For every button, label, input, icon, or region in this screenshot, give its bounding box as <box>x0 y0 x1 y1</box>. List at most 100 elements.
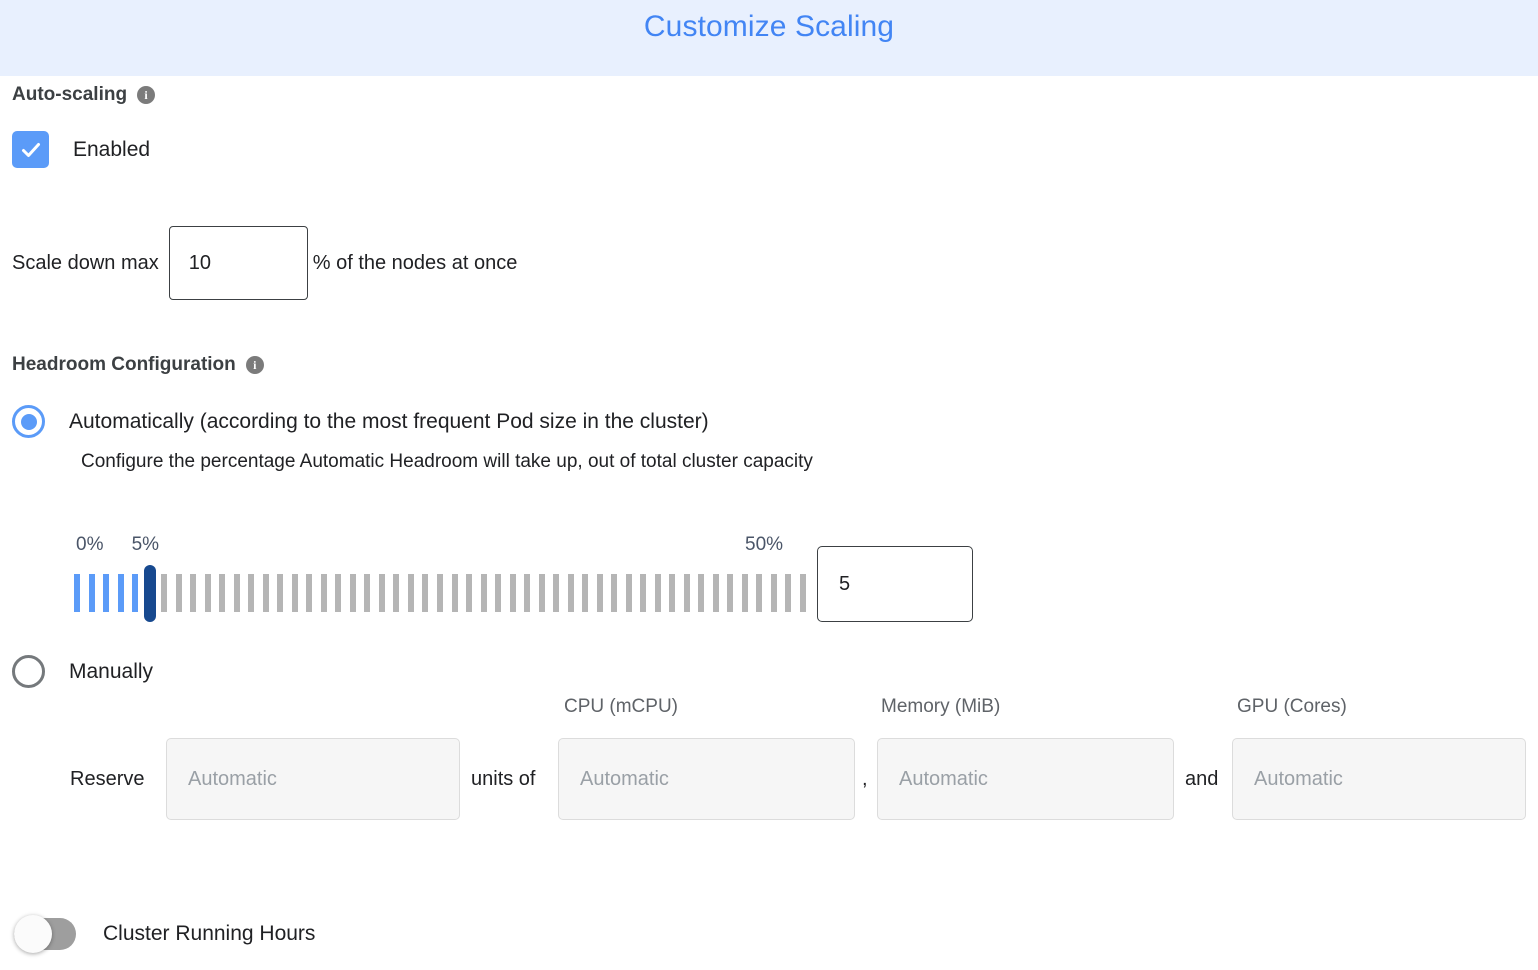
page-title: Customize Scaling <box>643 10 895 43</box>
slider-tick[interactable] <box>74 574 80 612</box>
slider-tick[interactable] <box>625 574 632 612</box>
slider-tick[interactable] <box>233 574 240 612</box>
slider-tick[interactable] <box>364 574 371 612</box>
slider-tick[interactable] <box>117 574 124 612</box>
slider-tick[interactable] <box>756 574 763 612</box>
slider-tick[interactable] <box>349 574 356 612</box>
slider-tick[interactable] <box>741 574 748 612</box>
slider-tick[interactable] <box>248 574 255 612</box>
dialog-header: Customize Scaling <box>0 0 1538 76</box>
slider-tick[interactable] <box>422 574 429 612</box>
slider-tick[interactable] <box>596 574 603 612</box>
slider-tick[interactable] <box>204 574 211 612</box>
slider-tick[interactable] <box>335 574 342 612</box>
slider-tick[interactable] <box>320 574 327 612</box>
headroom-section: Headroom Configuration i Automatically (… <box>12 354 1526 473</box>
label-gpu: GPU (Cores) <box>1237 696 1347 717</box>
radio-automatic[interactable] <box>12 405 45 438</box>
slider-tick[interactable] <box>770 574 777 612</box>
slider-tick-labels: 0% 5% 50% <box>0 534 1000 562</box>
slider-current-label: 5% <box>131 534 160 555</box>
checkbox-enabled-label: Enabled <box>73 137 151 161</box>
units-of-label: units of <box>471 767 536 790</box>
autoscaling-enabled-row[interactable]: Enabled <box>12 131 155 168</box>
slider-tick[interactable] <box>393 574 400 612</box>
slider-tick[interactable] <box>407 574 414 612</box>
slider-tick[interactable] <box>291 574 298 612</box>
slider-tick[interactable] <box>683 574 690 612</box>
slider-tick[interactable] <box>524 574 531 612</box>
slider-tick[interactable] <box>611 574 618 612</box>
reserve-row: Reserve units of , and <box>0 738 1538 820</box>
scale-down-max-label: Scale down max <box>12 251 159 274</box>
cluster-running-hours-row[interactable]: Cluster Running Hours <box>14 915 316 953</box>
slider-tick[interactable] <box>553 574 560 612</box>
slider-tick[interactable] <box>538 574 545 612</box>
radio-row-automatic[interactable]: Automatically (according to the most fre… <box>12 405 1526 438</box>
slider-tick[interactable] <box>800 574 806 612</box>
reserve-memory-input[interactable] <box>877 738 1174 820</box>
label-memory: Memory (MiB) <box>881 696 1001 717</box>
info-icon[interactable]: i <box>245 356 264 374</box>
headroom-heading: Headroom Configuration i <box>12 354 1526 376</box>
headroom-heading-label: Headroom Configuration <box>12 354 236 375</box>
headroom-percentage-slider[interactable] <box>0 565 815 622</box>
slider-tick[interactable] <box>567 574 574 612</box>
reserve-column-labels: CPU (mCPU) Memory (MiB) GPU (Cores) <box>0 696 1538 730</box>
cluster-running-hours-label: Cluster Running Hours <box>103 922 316 945</box>
radio-row-manually[interactable]: Manually <box>12 655 153 688</box>
slider-tick[interactable] <box>712 574 719 612</box>
headroom-percentage-input[interactable] <box>817 546 973 622</box>
slider-tick[interactable] <box>378 574 385 612</box>
slider-tick[interactable] <box>262 574 269 612</box>
reserve-units-input[interactable] <box>166 738 460 820</box>
slider-tick[interactable] <box>582 574 589 612</box>
slider-tick[interactable] <box>103 574 110 612</box>
and-label: and <box>1185 767 1219 790</box>
slider-tick[interactable] <box>437 574 443 612</box>
radio-manually[interactable] <box>12 655 45 688</box>
slider-tick[interactable] <box>698 574 705 612</box>
scale-down-max-row: Scale down max % of the nodes at once <box>12 226 517 300</box>
slider-tick[interactable] <box>669 574 676 612</box>
radio-manually-label: Manually <box>69 659 154 683</box>
slider-tick[interactable] <box>219 574 226 612</box>
scale-down-max-input[interactable] <box>168 226 308 300</box>
reserve-block: CPU (mCPU) Memory (MiB) GPU (Cores) Rese… <box>0 696 1538 820</box>
scale-down-max-suffix: % of the nodes at once <box>312 251 518 274</box>
slider-tick[interactable] <box>132 574 139 612</box>
slider-tick[interactable] <box>495 574 502 612</box>
autoscaling-heading-label: Auto-scaling <box>12 84 128 105</box>
slider-tick[interactable] <box>277 574 284 612</box>
slider-tick[interactable] <box>306 574 313 612</box>
reserve-cpu-input[interactable] <box>558 738 855 820</box>
slider-tick[interactable] <box>190 574 197 612</box>
radio-automatic-label: Automatically (according to the most fre… <box>69 409 709 433</box>
slider-tick[interactable] <box>451 574 458 612</box>
reserve-label: Reserve <box>70 767 145 790</box>
slider-tick[interactable] <box>509 574 516 612</box>
slider-max-label: 50% <box>745 534 784 555</box>
slider-tick[interactable] <box>466 574 473 612</box>
slider-tick[interactable] <box>654 574 661 612</box>
slider-tick[interactable] <box>175 574 182 612</box>
slider-tick[interactable] <box>480 574 487 612</box>
slider-tick[interactable] <box>640 574 647 612</box>
autoscaling-heading: Auto-scaling i <box>12 84 156 106</box>
comma-separator: , <box>862 767 868 790</box>
autoscaling-section: Auto-scaling i Enabled <box>12 84 156 168</box>
slider-min-label: 0% <box>76 534 104 555</box>
checkbox-enabled[interactable] <box>12 131 49 168</box>
headroom-automatic-description: Configure the percentage Automatic Headr… <box>81 451 813 472</box>
info-icon[interactable]: i <box>137 86 156 104</box>
slider-thumb[interactable] <box>143 565 156 622</box>
label-cpu: CPU (mCPU) <box>564 696 678 717</box>
slider-tick[interactable] <box>88 574 95 612</box>
reserve-gpu-input[interactable] <box>1232 738 1526 820</box>
headroom-percentage-slider-block: 0% 5% 50% <box>0 534 1000 634</box>
toggle-knob <box>14 915 52 953</box>
slider-tick[interactable] <box>727 574 734 612</box>
slider-tick[interactable] <box>785 574 792 612</box>
cluster-running-hours-toggle[interactable] <box>14 915 76 953</box>
slider-tick[interactable] <box>161 574 168 612</box>
